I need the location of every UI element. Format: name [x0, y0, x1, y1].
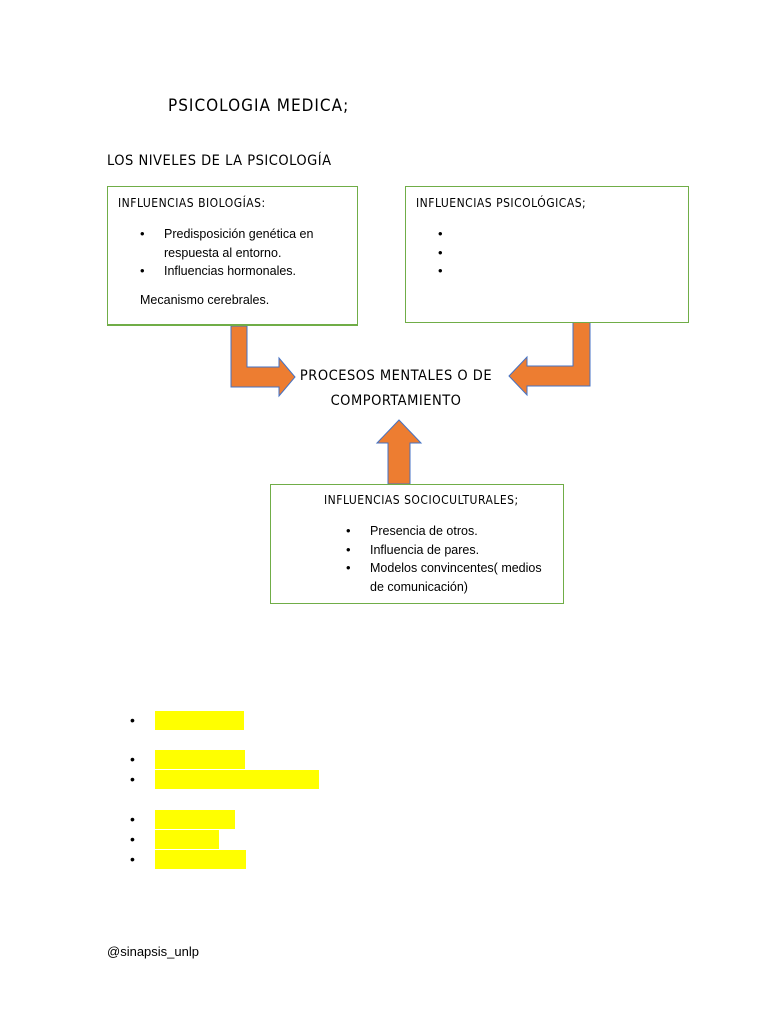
list-item: Influencia de pares. — [346, 541, 556, 560]
page-subtitle: Los niveles de la psicología — [107, 153, 332, 169]
sociocultural-list: Presencia de otros. Influencia de pares.… — [346, 522, 556, 596]
list-item — [438, 262, 638, 281]
biological-extra: Mecanismo cerebrales. — [140, 293, 270, 307]
list-item: Influencias hormonales. — [140, 262, 350, 281]
central-concept-line2: comportamiento — [330, 393, 462, 409]
list-item: Presencia de otros. — [346, 522, 556, 541]
box-sociocultural: Influencias socioculturales; Presencia d… — [270, 484, 564, 604]
box-sociocultural-title: Influencias socioculturales; — [324, 493, 519, 507]
psychological-list — [438, 225, 638, 281]
list-item — [438, 225, 638, 244]
highlight-block — [155, 711, 244, 730]
arrow-biological — [230, 325, 296, 398]
biological-list: Predisposición genética en respuesta al … — [140, 225, 350, 281]
list-item: Modelos convincentes( medios de comunica… — [346, 559, 556, 596]
box-psychological-title: Influencias psicológicas; — [416, 196, 587, 210]
box-biological: Influencias biologías: Predisposición ge… — [107, 186, 358, 325]
box-biological-title: Influencias biologías: — [118, 196, 266, 210]
highlight-block — [155, 830, 219, 849]
central-concept: Procesos mentales o de comportamiento — [296, 364, 496, 414]
arrow-psychological — [508, 321, 591, 397]
list-item — [438, 244, 638, 263]
highlight-block — [155, 770, 319, 789]
list-item: Predisposición genética en respuesta al … — [140, 225, 350, 262]
central-concept-line1: Procesos mentales o de — [299, 368, 493, 384]
footer-handle: @sinapsis_unlp — [107, 944, 199, 959]
highlight-block — [155, 850, 246, 869]
highlight-block — [155, 750, 245, 769]
arrow-sociocultural — [375, 419, 423, 485]
page-title: Psicologia medica; — [168, 96, 350, 116]
box-psychological: Influencias psicológicas; — [405, 186, 689, 323]
highlight-block — [155, 810, 235, 829]
